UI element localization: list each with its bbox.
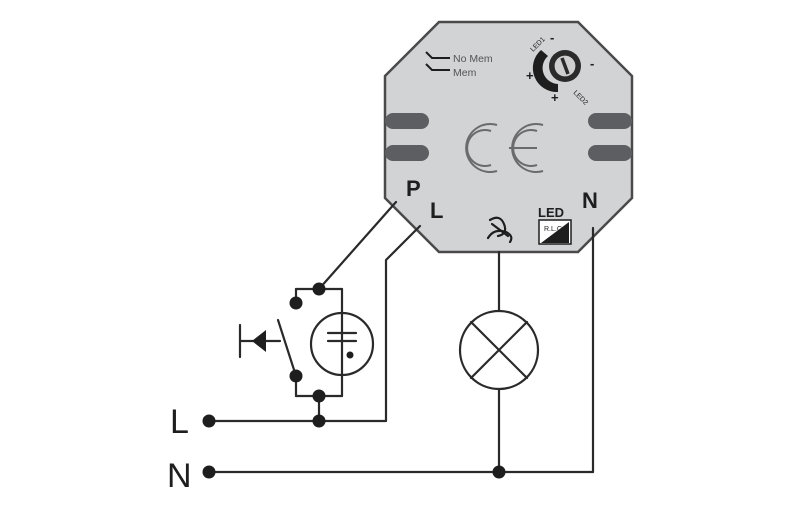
- junction-button-bottom-right: [312, 389, 326, 403]
- terminal-mains-n: [202, 465, 216, 479]
- led-badge-subtitle: R.L.C: [544, 226, 562, 233]
- terminal-l-label: L: [430, 198, 443, 223]
- mains-line-label: L: [170, 403, 189, 441]
- led-dimmable-icon: LED R.L.C: [538, 205, 572, 245]
- knob-arc-indicator: [532, 50, 558, 93]
- ce-mark: [465, 123, 544, 173]
- wire-p-to-button: [317, 200, 398, 291]
- right-slot-bottom: [588, 145, 632, 161]
- module-housing: [383, 20, 634, 254]
- knob-screw-slot: [560, 57, 570, 75]
- dimmer-module: No Mem Mem LED1 LED2 - + - + P L N: [383, 20, 634, 254]
- junction-dots: [202, 282, 506, 479]
- junction-button-bottom-left: [289, 369, 303, 383]
- no-mem-label: No Mem: [453, 53, 493, 65]
- terminal-mains-l: [202, 414, 216, 428]
- left-slot-bottom: [385, 145, 429, 161]
- right-slot-top: [588, 113, 632, 129]
- mem-label: Mem: [453, 67, 477, 79]
- junction-line: [312, 414, 326, 428]
- memory-mode-icon: [425, 51, 450, 71]
- knob-plus-left: +: [526, 68, 534, 83]
- knob-minus-right: -: [590, 56, 594, 71]
- adjustment-knob[interactable]: [532, 50, 581, 93]
- push-button-contact: [276, 318, 298, 378]
- left-slot-top: [385, 113, 429, 129]
- wire-l-to-mains: [317, 224, 422, 423]
- junction-button-top-right: [312, 282, 326, 296]
- knob-plus-bottom: +: [551, 90, 559, 105]
- knob-minus-top: -: [550, 30, 554, 45]
- mains-neutral-label: N: [167, 457, 192, 495]
- lamp-symbol: [458, 309, 540, 391]
- junction-button-top-left: [289, 296, 303, 310]
- led-badge-title: LED: [538, 205, 564, 220]
- terminal-p-label: P: [406, 176, 421, 201]
- terminal-n-label: N: [582, 188, 598, 213]
- junction-neutral: [492, 465, 506, 479]
- push-button-symbol: [238, 287, 375, 398]
- fan-load-icon: [486, 216, 513, 244]
